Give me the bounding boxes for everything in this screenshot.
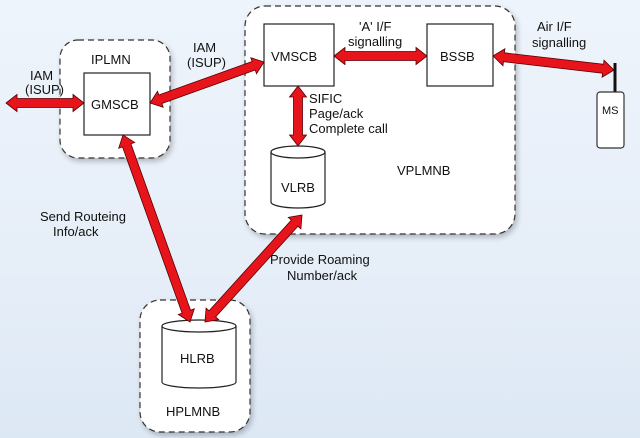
prn-label-2: Number/ack — [287, 268, 358, 283]
iam-mid-label-2: (ISUP) — [187, 55, 226, 70]
gmsc-node — [83, 72, 151, 136]
sific-label-2: Page/ack — [309, 106, 364, 121]
ms-label: MS — [602, 105, 619, 117]
hlr-database — [161, 319, 237, 389]
sific-label-1: SIFIC — [309, 91, 343, 106]
air-if-label-2: signalling — [532, 35, 587, 50]
signalling-arrows — [5, 46, 615, 323]
a-if-arrow — [333, 46, 428, 66]
sri-label-2: Info/ack — [53, 224, 99, 239]
sri-arrow — [118, 134, 195, 323]
vmsc-label: VMSCB — [271, 49, 318, 64]
prn-label-1: Provide Roaming — [270, 252, 370, 267]
iplmn-label: IPLMN — [91, 52, 131, 67]
mobile-station — [596, 63, 625, 149]
vlr-database — [270, 145, 326, 209]
iam-mid-arrow — [149, 57, 265, 108]
air-if-arrow — [492, 48, 615, 78]
gmsc-label: GMSCB — [91, 97, 139, 112]
sific-arrow — [288, 85, 308, 147]
vmsc-node — [263, 23, 335, 87]
sific-label-3: Complete call — [309, 121, 388, 136]
iam-mid-label-1: IAM — [193, 40, 217, 55]
air-if-label-1: Air I/F — [537, 19, 572, 34]
prn-arrow — [204, 214, 303, 323]
a-if-label-2: signalling — [348, 34, 403, 49]
a-if-label-1: 'A' I/F — [359, 19, 392, 34]
bss-node — [426, 23, 494, 87]
vlr-label: VLRB — [281, 180, 315, 195]
iam-in-label-2: (ISUP) — [25, 82, 64, 97]
bss-label: BSSB — [440, 49, 475, 64]
iam-in-label-1: IAM — [30, 68, 54, 83]
hlr-label: HLRB — [180, 351, 215, 366]
vplmn-label: VPLMNB — [397, 163, 451, 178]
hplmn-label: HPLMNB — [166, 404, 221, 419]
iam-in-arrow — [5, 93, 85, 113]
sri-label-1: Send Routeing — [40, 209, 127, 224]
